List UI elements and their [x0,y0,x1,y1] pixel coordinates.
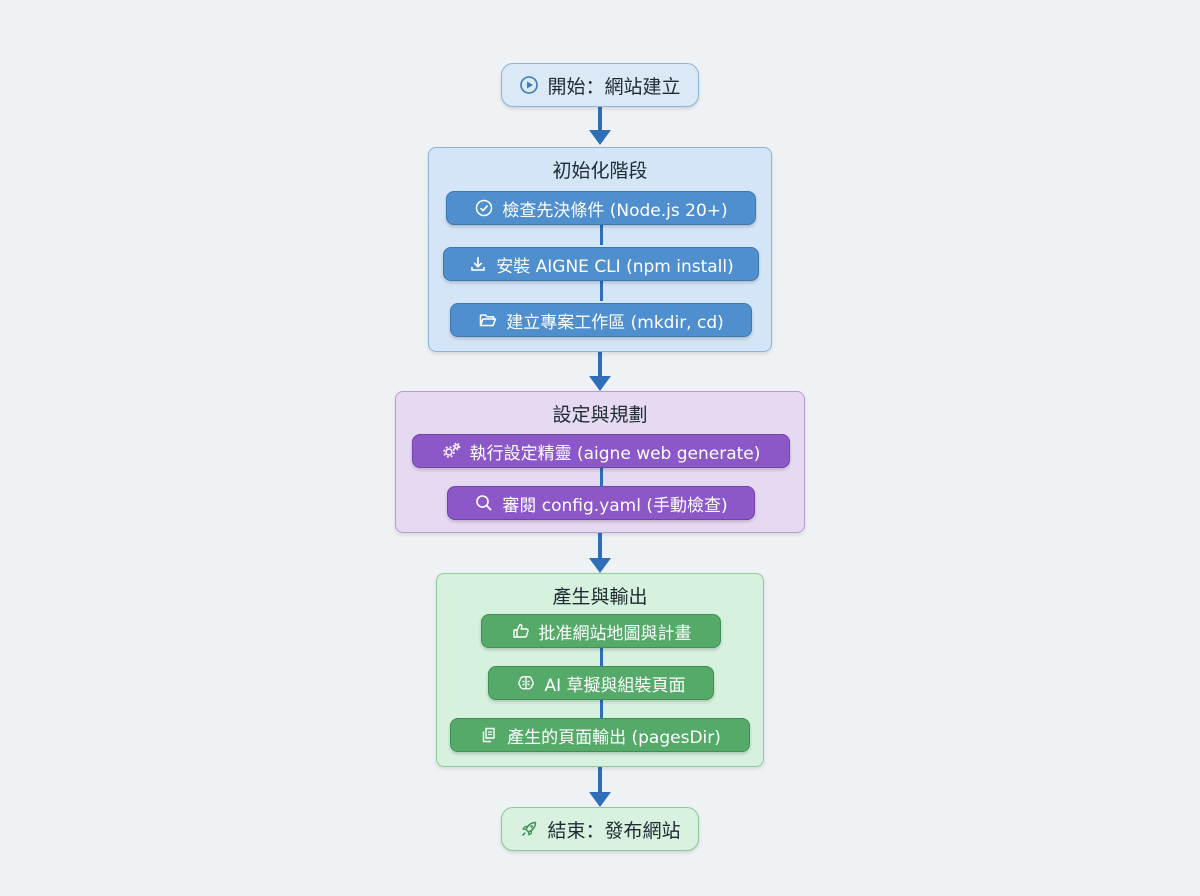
step-approve-sitemap: 批准網站地圖與計畫 [481,614,721,648]
folder-open-icon [478,310,498,330]
stage-generation: 產生與輸出 批准網站地圖與計畫 AI 草擬與組裝頁面 產生的頁面輸出 (page… [436,573,764,767]
stage-initialization: 初始化階段 檢查先決條件 (Node.js 20+) 安裝 AIGNE CLI … [428,147,772,352]
step-connector [600,468,603,488]
gears-icon [442,441,462,461]
step-connector [600,225,603,245]
step-label: AI 草擬與組裝頁面 [544,675,686,696]
arrow-start-to-init [589,106,611,145]
start-node: 開始：網站建立 [501,63,699,107]
thumbs-up-icon [511,621,531,641]
arrow-generate-to-end [589,767,611,807]
step-connector [600,281,603,301]
start-label: 開始：網站建立 [547,75,681,98]
stage-configuration: 設定與規劃 執行設定精靈 (aigne web generate) 審閱 con… [395,391,805,533]
step-label: 審閱 config.yaml (手動檢查) [502,495,728,516]
arrow-init-to-config [589,352,611,391]
step-install-cli: 安裝 AIGNE CLI (npm install) [443,247,759,281]
play-circle-icon [519,75,539,95]
step-run-wizard: 執行設定精靈 (aigne web generate) [412,434,790,468]
search-icon [474,493,494,513]
step-connector [600,700,603,720]
step-label: 執行設定精靈 (aigne web generate) [469,443,761,464]
stage-title: 設定與規劃 [552,404,648,426]
brain-icon [516,673,536,693]
step-label: 產生的頁面輸出 (pagesDir) [507,727,721,748]
step-label: 安裝 AIGNE CLI (npm install) [496,256,734,277]
check-circle-icon [474,198,494,218]
stage-title: 產生與輸出 [552,586,648,608]
step-create-workspace: 建立專案工作區 (mkdir, cd) [450,303,752,337]
step-connector [600,648,603,668]
download-icon [468,254,488,274]
step-ai-draft: AI 草擬與組裝頁面 [488,666,714,700]
step-label: 檢查先決條件 (Node.js 20+) [502,200,728,221]
step-output-pages: 產生的頁面輸出 (pagesDir) [450,718,750,752]
rocket-icon [519,819,539,839]
step-check-prerequisites: 檢查先決條件 (Node.js 20+) [446,191,756,225]
arrow-config-to-generate [589,533,611,573]
end-node: 結束：發布網站 [501,807,699,851]
pages-icon [479,725,499,745]
step-review-config: 審閱 config.yaml (手動檢查) [447,486,755,520]
stage-title: 初始化階段 [552,160,648,182]
end-label: 結束：發布網站 [547,819,681,842]
step-label: 建立專案工作區 (mkdir, cd) [506,312,724,333]
step-label: 批准網站地圖與計畫 [538,623,692,644]
